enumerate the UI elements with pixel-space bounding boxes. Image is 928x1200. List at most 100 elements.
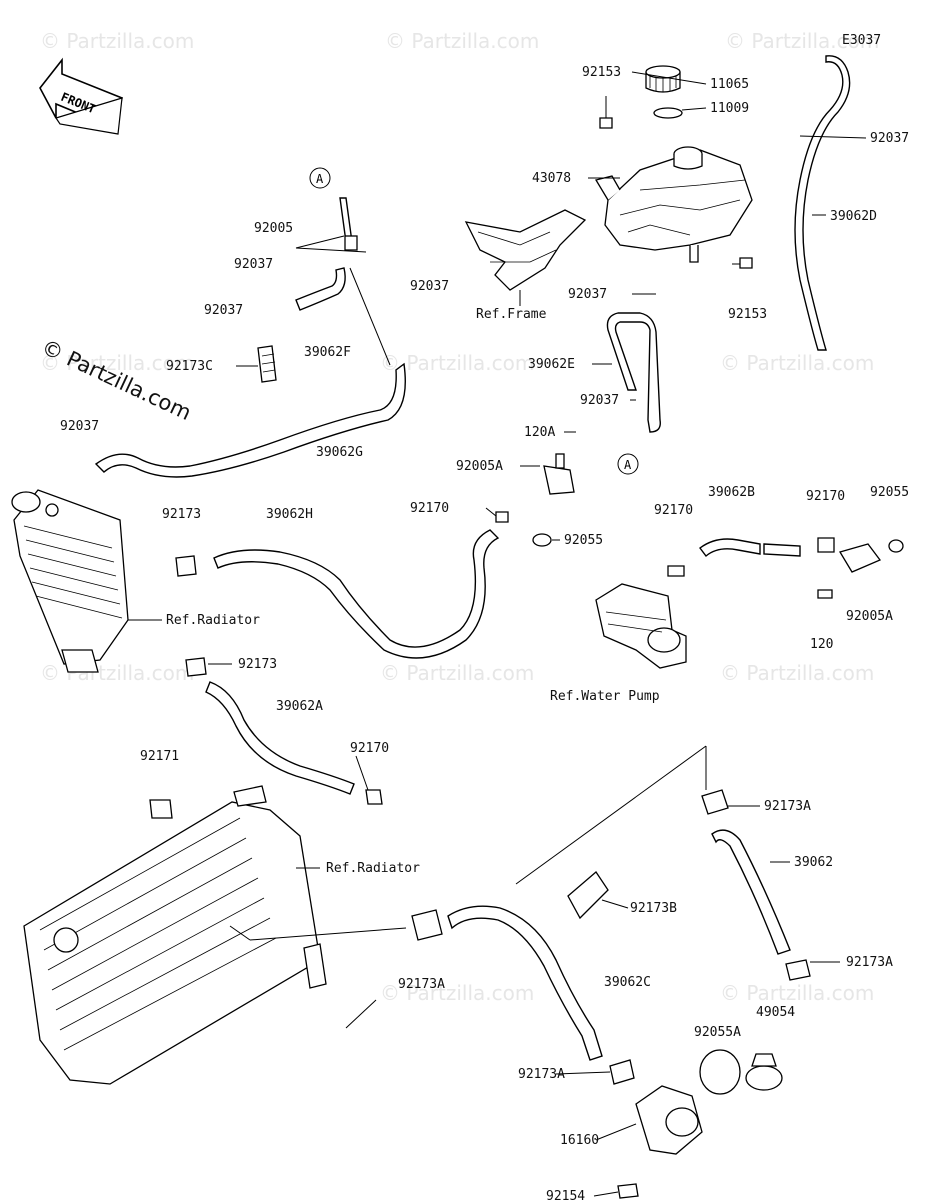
part-label: Ref.Radiator <box>166 613 260 628</box>
radiator-upper-reference <box>11 489 129 673</box>
part-label: 39062G <box>316 445 363 460</box>
part-label: 39062B <box>708 485 755 500</box>
svg-text:A: A <box>624 458 632 472</box>
clamp-92170-low <box>365 789 383 805</box>
part-label: 92037 <box>870 131 909 146</box>
front-arrow-icon: FRONT <box>39 57 123 135</box>
hose-39062B <box>699 538 801 558</box>
part-label: 92173A <box>518 1067 565 1082</box>
callout-a-bottom: A <box>617 453 639 475</box>
hose-fitting-92005 <box>339 197 358 251</box>
part-label: 11065 <box>710 77 749 92</box>
part-label: 39062H <box>266 507 313 522</box>
part-label: 92037 <box>204 303 243 318</box>
part-label: Ref.Water Pump <box>550 689 660 704</box>
part-label: 92037 <box>580 393 619 408</box>
hose-39062G <box>94 267 406 478</box>
frame-reference <box>464 209 587 291</box>
clamp-92173-left <box>175 555 197 577</box>
hose-39062A <box>205 681 355 795</box>
watermark: © Partzilla.com <box>380 351 534 375</box>
part-label: 92173C <box>166 359 213 374</box>
clamp-92173A-mid <box>411 909 443 941</box>
part-label: 92170 <box>410 501 449 516</box>
water-pump-reference <box>595 565 687 669</box>
part-label: 92170 <box>806 489 845 504</box>
part-label: 92005A <box>846 609 893 624</box>
part-label: 39062A <box>276 699 323 714</box>
watermark: © Partzilla.com <box>40 351 194 375</box>
part-label: 92037 <box>568 287 607 302</box>
part-label: 39062F <box>304 345 351 360</box>
part-label: 92173 <box>162 507 201 522</box>
part-label: 92055 <box>564 533 603 548</box>
part-label: 92055 <box>870 485 909 500</box>
part-label: 92153 <box>582 65 621 80</box>
clamp-92173A-upper <box>701 789 729 815</box>
part-label: 92154 <box>546 1189 585 1200</box>
watermark: © Partzilla.com <box>380 661 534 685</box>
part-label: 39062D <box>830 209 877 224</box>
fitting-92005A-mid <box>495 453 575 547</box>
part-label: Ref.Radiator <box>326 861 420 876</box>
part-label: 92173A <box>398 977 445 992</box>
part-label: 92173 <box>238 657 277 672</box>
reservoir-tank <box>594 146 753 263</box>
svg-text:A: A <box>316 172 324 186</box>
gasket-92055A <box>699 1049 741 1095</box>
clamp-92173C <box>257 345 277 383</box>
thermostat-49054 <box>745 1053 783 1091</box>
watermark: © Partzilla.com <box>720 981 874 1005</box>
part-label: 92005 <box>254 221 293 236</box>
hose-39062F <box>295 267 346 311</box>
watermark: © Partzilla.com <box>720 661 874 685</box>
watermark: © Partzilla.com <box>385 29 539 53</box>
clamp-92173-mid <box>185 657 207 677</box>
cap-gasket <box>653 107 683 119</box>
watermark-main: © Partzilla.com <box>38 335 195 425</box>
watermark: © Partzilla.com <box>40 29 194 53</box>
part-label: 92173A <box>846 955 893 970</box>
part-label: 92055A <box>694 1025 741 1040</box>
part-label: 39062 <box>794 855 833 870</box>
hose-39062D <box>794 55 851 351</box>
watermark: © Partzilla.com <box>720 351 874 375</box>
clamp-92173A-low <box>609 1059 635 1085</box>
part-label: 92173B <box>630 901 677 916</box>
watermark: © Partzilla.com <box>40 661 194 685</box>
leader-lines <box>128 71 867 1197</box>
fitting-92005A-right <box>817 537 904 599</box>
part-label: 43078 <box>532 171 571 186</box>
part-label: 92037 <box>60 419 99 434</box>
bolt-92153-top <box>599 96 613 129</box>
part-label: 92153 <box>728 307 767 322</box>
clamp-92173B <box>567 871 609 920</box>
watermark: © Partzilla.com <box>725 29 879 53</box>
diagram-code: E3037 <box>842 33 881 48</box>
hose-39062H <box>213 529 500 659</box>
clamp-92173A-right <box>785 959 811 981</box>
reservoir-cap <box>645 65 681 93</box>
part-labels: 92153 11065 11009 92037 43078 39062D 920… <box>60 65 909 1200</box>
hose-39062C <box>447 905 603 1061</box>
part-label: 49054 <box>756 1005 795 1020</box>
thermostat-housing-16160 <box>617 1085 703 1199</box>
part-label: 92171 <box>140 749 179 764</box>
hose-39062 <box>711 829 791 955</box>
part-label: 92170 <box>654 503 693 518</box>
callout-a-top: A <box>309 167 331 189</box>
part-label: 92173A <box>764 799 811 814</box>
part-label: 92170 <box>350 741 389 756</box>
part-label: 92037 <box>410 279 449 294</box>
watermark: © Partzilla.com <box>380 981 534 1005</box>
part-label: 120 <box>810 637 833 652</box>
bolt-92153-mid <box>732 257 753 269</box>
part-label: 39062E <box>528 357 575 372</box>
part-label: Ref.Frame <box>476 307 547 322</box>
part-label: 16160 <box>560 1133 599 1148</box>
part-label: 120A <box>524 425 555 440</box>
radiator-lower-reference <box>23 785 327 1085</box>
hose-39062E <box>606 312 661 433</box>
part-label: 39062C <box>604 975 651 990</box>
